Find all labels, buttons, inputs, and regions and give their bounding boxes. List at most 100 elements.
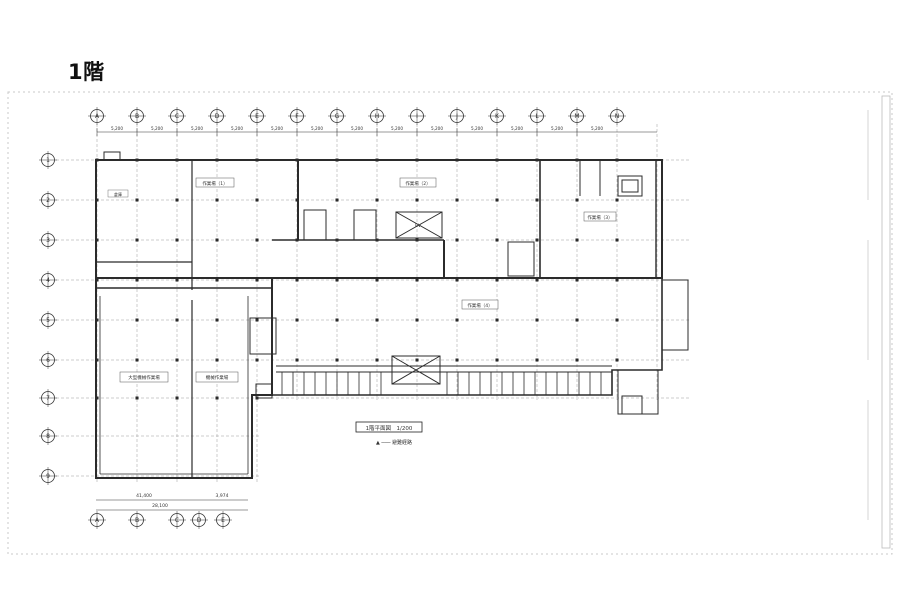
column-marker: [615, 158, 619, 162]
column-marker: [535, 358, 539, 362]
top-span-label: 5,200: [471, 126, 483, 131]
room-label-c: 作業場（2）: [405, 180, 430, 187]
axis-top-C: C: [168, 107, 186, 125]
column-marker: [375, 318, 379, 322]
column-marker: [535, 198, 539, 202]
svg-text:N: N: [615, 113, 620, 120]
column-marker: [95, 238, 99, 242]
column-marker: [95, 318, 99, 322]
column-marker: [255, 318, 259, 322]
top-span-label: 5,200: [111, 126, 123, 131]
column-marker: [615, 278, 619, 282]
axis-top-E: E: [248, 107, 266, 125]
bottom-dim-3: 28,100: [152, 503, 168, 509]
axis-top-K: K: [488, 107, 506, 125]
column-marker: [495, 318, 499, 322]
column-marker: [455, 358, 459, 362]
column-marker: [255, 238, 259, 242]
svg-text:C: C: [175, 517, 179, 524]
page-title: 1階: [68, 60, 105, 84]
bottom-dim-1: 41,400: [136, 493, 152, 499]
svg-text:E: E: [221, 517, 225, 524]
svg-text:6: 6: [46, 357, 50, 364]
top-span-label: 5,200: [191, 126, 203, 131]
column-marker: [535, 158, 539, 162]
column-marker: [255, 396, 259, 400]
column-marker: [615, 358, 619, 362]
axis-top-I: I: [408, 107, 426, 125]
axis-bottom-E: E: [214, 511, 232, 529]
column-marker: [175, 238, 179, 242]
axis-left-8: 8: [39, 427, 57, 445]
axis-bottom-D: D: [190, 511, 208, 529]
column-marker: [135, 158, 139, 162]
column-marker: [415, 318, 419, 322]
svg-text:A: A: [95, 113, 100, 120]
axis-top-D: D: [208, 107, 226, 125]
axis-left-9: 9: [39, 467, 57, 485]
svg-text:F: F: [295, 113, 299, 120]
column-marker: [415, 358, 419, 362]
column-marker: [175, 396, 179, 400]
column-marker: [215, 158, 219, 162]
column-marker: [295, 358, 299, 362]
corridor-partitions: [281, 372, 602, 395]
corridor-block-outline: [271, 277, 663, 396]
axis-top-L: L: [528, 107, 546, 125]
axis-bottom-C: C: [168, 511, 186, 529]
column-marker: [215, 396, 219, 400]
column-marker: [495, 198, 499, 202]
svg-text:B: B: [135, 113, 139, 120]
column-marker: [535, 238, 539, 242]
column-marker: [415, 158, 419, 162]
room-label-g: 機械作業場: [206, 374, 229, 381]
top-dimensions: 5,200 5,200 5,200 5,200 5,200 5,200 5,200 5,200…: [96, 126, 657, 136]
axis-top-N: N: [608, 107, 626, 125]
column-marker: [375, 278, 379, 282]
column-marker: [535, 278, 539, 282]
column-marker: [495, 358, 499, 362]
column-marker: [335, 358, 339, 362]
column-marker: [335, 158, 339, 162]
column-marker: [295, 158, 299, 162]
column-marker: [575, 278, 579, 282]
column-marker: [175, 158, 179, 162]
svg-text:8: 8: [46, 433, 50, 440]
top-span-label: 5,200: [551, 126, 563, 131]
column-marker: [615, 198, 619, 202]
svg-text:2: 2: [46, 197, 50, 204]
top-span-label: 5,200: [351, 126, 363, 131]
column-marker: [95, 198, 99, 202]
scale-label: 1階平面図 1/200: [366, 424, 413, 432]
svg-text:H: H: [375, 113, 380, 120]
column-marker: [415, 198, 419, 202]
room-label-h: EV: [415, 223, 422, 229]
column-marker: [335, 278, 339, 282]
lower-left-block-outline: [95, 277, 273, 479]
axis-top-B: B: [128, 107, 146, 125]
column-marker: [135, 278, 139, 282]
room-label-f: 大型機械作業場: [128, 374, 160, 381]
top-span-label: 5,200: [151, 126, 163, 131]
drawing-legend: 1階平面図 1/200 ▲ ─── 避難経路: [355, 421, 423, 446]
axis-top-A: A: [88, 107, 106, 125]
scale-box: [355, 421, 423, 433]
svg-text:L: L: [535, 113, 539, 120]
svg-text:1: 1: [46, 157, 50, 164]
axis-top-F: F: [288, 107, 306, 125]
walls: [95, 159, 663, 479]
column-marker: [215, 358, 219, 362]
column-marker: [295, 238, 299, 242]
axis-top-J: J: [448, 107, 466, 125]
column-marker: [455, 278, 459, 282]
structural-columns: [95, 158, 619, 400]
column-marker: [455, 158, 459, 162]
column-marker: [615, 318, 619, 322]
svg-text:9: 9: [46, 473, 50, 480]
top-span-label: 5,200: [511, 126, 523, 131]
top-span-label: 5,200: [391, 126, 403, 131]
column-marker: [95, 358, 99, 362]
column-marker: [575, 198, 579, 202]
